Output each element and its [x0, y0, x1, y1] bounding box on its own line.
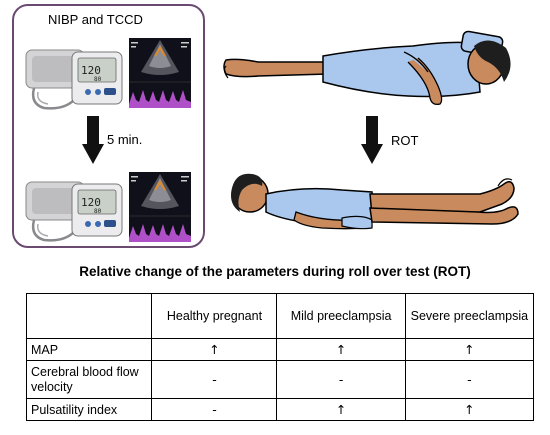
header-severe-preeclampsia: Severe preeclampsia	[404, 293, 535, 339]
panel-title: NIBP and TCCD	[48, 12, 143, 27]
healthy-value: -	[151, 398, 278, 421]
blood-pressure-monitor-icon: 120 80	[25, 49, 123, 110]
healthy-value: ↑	[151, 338, 278, 361]
mild-value: ↑	[276, 398, 406, 421]
table-row: Cerebral blood flow velocity - - -	[25, 360, 535, 399]
header-healthy-pregnant: Healthy pregnant	[151, 293, 278, 339]
ultrasound-doppler-screen-icon	[129, 172, 191, 242]
param-name: MAP	[25, 338, 153, 361]
svg-text:120: 120	[81, 196, 101, 209]
severe-value: ↑	[404, 338, 535, 361]
patient-lateral-position-icon	[223, 30, 511, 106]
mild-value: -	[276, 360, 406, 399]
svg-text:80: 80	[94, 208, 102, 215]
svg-text:120: 120	[81, 64, 101, 77]
table-header-row: Healthy pregnant Mild preeclampsia Sever…	[25, 293, 535, 339]
mild-value: ↑	[276, 338, 406, 361]
table-row: Pulsatility index - ↑ ↑	[25, 398, 535, 421]
table-row: MAP ↑ ↑ ↑	[25, 338, 535, 361]
header-mild-preeclampsia: Mild preeclampsia	[276, 293, 406, 339]
parameter-change-table: Healthy pregnant Mild preeclampsia Sever…	[25, 293, 535, 421]
blood-pressure-monitor-icon: 120 80	[25, 181, 123, 242]
header-empty-cell	[25, 293, 153, 339]
ultrasound-doppler-screen-icon	[129, 38, 191, 108]
svg-text:80: 80	[94, 76, 102, 83]
patient-supine-position-icon	[231, 173, 519, 230]
severe-value: ↑	[404, 398, 535, 421]
param-name: Cerebral blood flow velocity	[25, 360, 153, 399]
rot-label: ROT	[391, 133, 419, 148]
param-name: Pulsatility index	[25, 398, 153, 421]
measurement-panel	[12, 4, 205, 248]
table-title: Relative change of the parameters during…	[79, 264, 471, 279]
down-arrow-icon	[82, 116, 104, 164]
interval-label: 5 min.	[107, 132, 143, 147]
healthy-value: -	[151, 360, 278, 399]
down-arrow-icon	[361, 116, 383, 164]
severe-value: -	[404, 360, 535, 399]
